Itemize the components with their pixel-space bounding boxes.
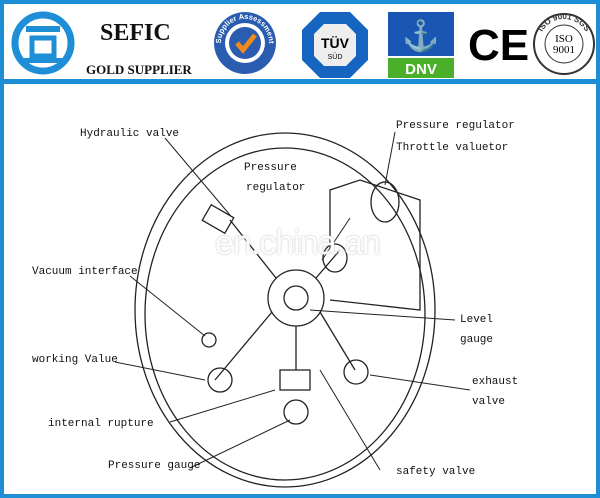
label-valve: valve bbox=[472, 396, 506, 408]
cylinder-diagram bbox=[114, 131, 471, 488]
label-safety-valve: safety valve bbox=[396, 466, 476, 478]
svg-text:DNV: DNV bbox=[405, 61, 437, 78]
piping bbox=[329, 179, 421, 311]
vacuum-interface bbox=[201, 332, 217, 348]
brand-name: SEFIC bbox=[100, 20, 171, 46]
iso-9001-sgs-text: ISO 9001 SGS bbox=[536, 12, 592, 34]
svg-text:9001: 9001 bbox=[553, 44, 575, 56]
header-banner: SEFIC GOLD SUPPLIER Supplier Assessment … bbox=[4, 4, 596, 84]
dnv-badge-icon: ⚓ DNV bbox=[388, 12, 454, 78]
label-exhaust: exhaust bbox=[472, 376, 519, 388]
tank-outline bbox=[134, 132, 436, 488]
label-pressure: Pressure bbox=[244, 162, 297, 174]
sefic-logo-icon bbox=[11, 11, 75, 75]
leader-lines bbox=[114, 131, 471, 471]
exhaust-valve bbox=[343, 359, 369, 385]
svg-text:⚓: ⚓ bbox=[402, 18, 439, 53]
label-internal-rupture: internal rupture bbox=[48, 418, 154, 430]
label-hydraulic-valve: Hydraulic valve bbox=[80, 128, 180, 140]
svg-text:ISO: ISO bbox=[555, 33, 573, 45]
label-gauge: gauge bbox=[460, 334, 494, 346]
center-flange bbox=[267, 269, 325, 327]
label-throttle: Throttle valuetor bbox=[396, 142, 509, 154]
label-working-value: working Value bbox=[32, 354, 118, 366]
tank-inner-outline bbox=[144, 147, 426, 481]
label-level: Level bbox=[460, 314, 494, 326]
working-valve bbox=[207, 367, 233, 393]
label-vacuum: Vacuum interface bbox=[32, 266, 138, 278]
gold-supplier-label: GOLD SUPPLIER bbox=[86, 62, 192, 77]
label-pressure-gauge: Pressure gauge bbox=[108, 460, 201, 472]
svg-text:TÜV: TÜV bbox=[321, 35, 350, 51]
ce-mark-icon: CE bbox=[468, 22, 528, 66]
supplier-assessment-badge-icon: Supplier Assessment bbox=[214, 12, 276, 74]
svg-text:SÜD: SÜD bbox=[328, 53, 343, 61]
label-pressure-regulator-top: Pressure regulator bbox=[396, 120, 515, 132]
label-regulator: regulator bbox=[246, 182, 306, 194]
pressure-gauge bbox=[283, 399, 309, 425]
pressure-regulator bbox=[370, 181, 400, 223]
watermark: en.china.an bbox=[215, 224, 381, 262]
rupture-disc bbox=[279, 369, 311, 391]
tuv-sud-badge-icon: TÜV SÜD bbox=[302, 12, 368, 78]
hydraulic-valve bbox=[201, 203, 235, 235]
svg-text:CE: CE bbox=[468, 22, 528, 66]
